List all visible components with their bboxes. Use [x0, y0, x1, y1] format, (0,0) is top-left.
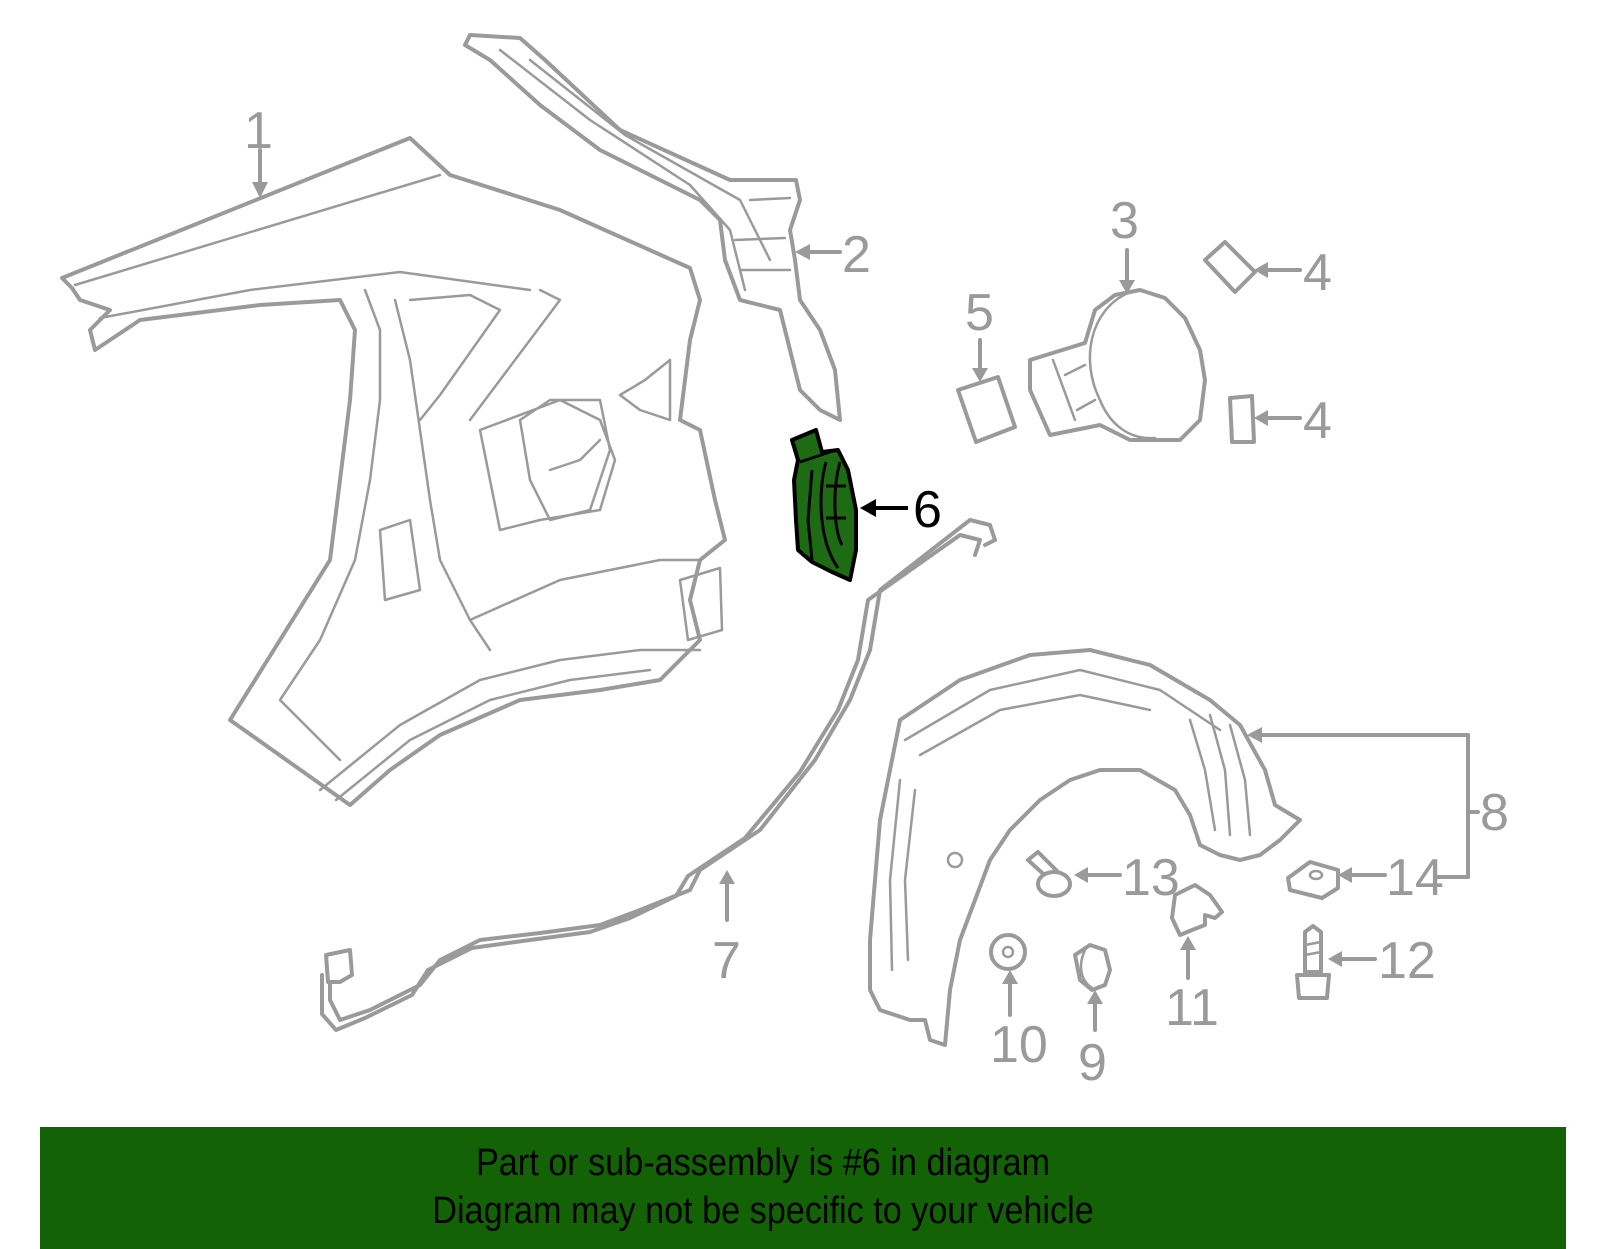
part-9-plug[interactable] — [1073, 943, 1112, 1032]
callout-8: 8 — [1480, 784, 1509, 842]
callout-14: 14 — [1386, 849, 1444, 907]
callout-9: 9 — [1078, 1034, 1107, 1092]
part-8-fender-liner[interactable] — [868, 648, 1480, 1047]
callout-13: 13 — [1122, 849, 1180, 907]
part-10-washer[interactable] — [989, 933, 1027, 1017]
part-14-clip-nut[interactable] — [1286, 860, 1470, 900]
callout-3: 3 — [1110, 192, 1139, 250]
callout-7: 7 — [712, 932, 741, 990]
callout-11: 11 — [1165, 979, 1219, 1037]
callout-10: 10 — [990, 1016, 1048, 1074]
part-4-pad-lower[interactable] — [1228, 394, 1302, 444]
part-1-quarter-panel[interactable] — [60, 136, 727, 807]
part-2-pillar-reinforcement[interactable] — [463, 33, 842, 422]
part-4-pad-upper[interactable] — [1203, 240, 1302, 294]
part-12-bolt[interactable] — [1295, 924, 1377, 1000]
info-banner: Part or sub-assembly is #6 in diagram Di… — [40, 1127, 1566, 1249]
callout-6: 6 — [913, 481, 942, 539]
callout-4-lower: 4 — [1303, 392, 1332, 450]
part-7-release-cable[interactable] — [320, 518, 997, 1032]
callout-2: 2 — [842, 226, 871, 284]
banner-part-note: Part or sub-assembly is #6 in diagram — [475, 1142, 1051, 1184]
parts-diagram: 1 2 3 4 4 5 — [60, 33, 1509, 1092]
part-6-fuel-filler-housing[interactable] — [790, 428, 908, 582]
callout-5: 5 — [965, 284, 994, 342]
callout-4-upper: 4 — [1303, 244, 1332, 302]
part-13-push-pin[interactable] — [1026, 850, 1122, 898]
callout-1: 1 — [244, 102, 273, 160]
part-11-clip[interactable] — [1170, 883, 1224, 980]
part-5-label[interactable] — [956, 338, 1017, 444]
part-3-fuel-door[interactable] — [1028, 248, 1207, 442]
callout-12: 12 — [1378, 932, 1436, 990]
banner-disclaimer: Diagram may not be specific to your vehi… — [432, 1190, 1094, 1232]
